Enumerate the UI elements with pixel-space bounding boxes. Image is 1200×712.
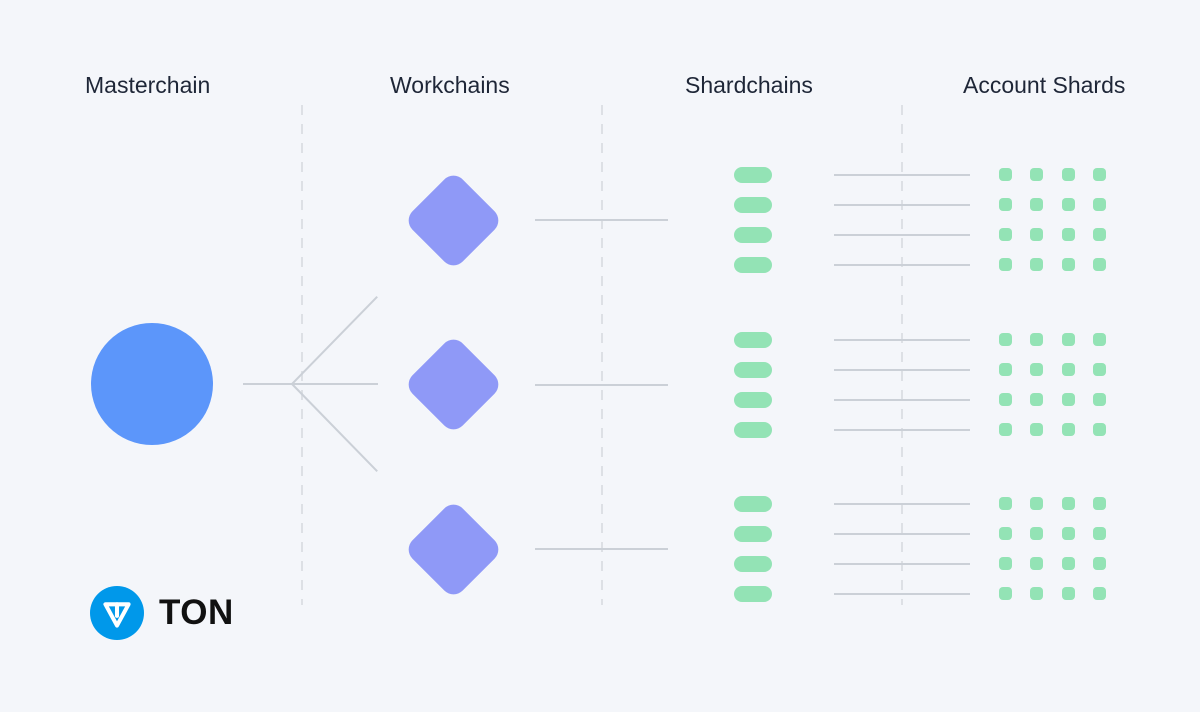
account-shard-node <box>1061 362 1075 376</box>
shardchain-node <box>734 331 772 348</box>
shardchain-node <box>734 391 772 408</box>
account-shard-node <box>1092 168 1106 181</box>
account-shard-node <box>1092 362 1106 376</box>
account-shard-node <box>999 557 1012 570</box>
account-shard-node <box>1092 198 1106 211</box>
shardchain-connector-line <box>834 503 970 505</box>
ton-logo-text: TON <box>159 593 234 632</box>
shardchain-node <box>734 421 772 438</box>
account-shard-node <box>1061 332 1075 346</box>
workchain-connector-line <box>535 548 668 550</box>
column-header-workchains: Workchains <box>390 72 510 98</box>
account-shard-node <box>1030 392 1044 406</box>
column-header-shardchains: Shardchains <box>685 72 813 98</box>
masterchain-connector-line <box>243 383 292 385</box>
account-shard-node <box>1061 228 1075 241</box>
fork-line-up <box>291 295 378 385</box>
shardchain-connector-line <box>834 593 970 595</box>
account-shard-node <box>1030 198 1044 211</box>
account-shard-node <box>1092 557 1106 570</box>
account-shard-node <box>999 198 1012 211</box>
account-shard-node <box>999 587 1012 600</box>
ton-logo: TON <box>90 586 234 640</box>
fork-line-down <box>291 383 378 473</box>
workchain-node <box>402 498 504 600</box>
account-shard-node <box>999 168 1012 181</box>
shardchain-connector-line <box>834 533 970 535</box>
account-shard-node <box>1030 168 1044 181</box>
shardchain-node <box>734 586 772 602</box>
account-shard-node <box>1030 362 1044 376</box>
shardchain-connector-line <box>834 368 970 371</box>
account-shard-node <box>1061 198 1075 211</box>
shardchain-node <box>734 556 772 572</box>
shardchain-connector-line <box>834 234 970 236</box>
shardchain-connector-line <box>834 204 970 206</box>
fork-line-middle <box>292 383 378 385</box>
account-shard-node <box>1030 587 1044 600</box>
masterchain-node <box>91 323 213 445</box>
account-shard-node <box>1092 228 1106 241</box>
column-header-account-shards: Account Shards <box>963 72 1126 98</box>
workchain-connector-line <box>535 383 668 386</box>
column-divider-dashed-line <box>901 105 903 605</box>
column-divider-dashed-line <box>601 105 603 605</box>
shardchain-connector-line <box>834 428 970 431</box>
shardchain-node <box>734 526 772 542</box>
account-shard-node <box>1061 258 1075 271</box>
shardchain-connector-line <box>834 174 970 176</box>
shardchain-connector-line <box>834 264 970 266</box>
account-shard-node <box>1061 168 1075 181</box>
account-shard-node <box>1061 497 1075 510</box>
workchain-node <box>402 334 504 435</box>
account-shard-node <box>999 422 1012 436</box>
account-shard-node <box>1061 527 1075 540</box>
account-shard-node <box>1030 332 1044 346</box>
shardchain-node <box>734 167 772 183</box>
account-shard-node <box>999 362 1012 376</box>
account-shard-node <box>1092 258 1106 271</box>
account-shard-node <box>1030 422 1044 436</box>
account-shard-node <box>1092 587 1106 600</box>
account-shard-node <box>1092 497 1106 510</box>
account-shard-node <box>1061 422 1075 436</box>
shardchain-node <box>734 227 772 243</box>
account-shard-node <box>1092 332 1106 346</box>
column-header-masterchain: Masterchain <box>85 72 211 98</box>
account-shard-node <box>1061 587 1075 600</box>
account-shard-node <box>1030 228 1044 241</box>
workchain-node <box>402 169 504 271</box>
account-shard-node <box>1030 497 1044 510</box>
account-shard-node <box>1030 557 1044 570</box>
account-shard-node <box>999 228 1012 241</box>
shardchain-connector-line <box>834 338 970 341</box>
shardchain-connector-line <box>834 398 970 401</box>
workchain-connector-line <box>535 219 668 221</box>
shardchain-node <box>734 257 772 273</box>
account-shard-node <box>999 527 1012 540</box>
shardchain-connector-line <box>834 563 970 565</box>
column-divider-dashed-line <box>301 105 303 605</box>
account-shard-node <box>1061 557 1075 570</box>
account-shard-node <box>999 258 1012 271</box>
ton-diamond-icon <box>90 586 144 640</box>
account-shard-node <box>1061 392 1075 406</box>
account-shard-node <box>1030 258 1044 271</box>
shardchain-node <box>734 361 772 378</box>
account-shard-node <box>999 392 1012 406</box>
shardchain-node <box>734 496 772 512</box>
account-shard-node <box>1030 527 1044 540</box>
account-shard-node <box>1092 422 1106 436</box>
account-shard-node <box>1092 527 1106 540</box>
account-shard-node <box>999 332 1012 346</box>
account-shard-node <box>999 497 1012 510</box>
account-shard-node <box>1092 392 1106 406</box>
shardchain-node <box>734 197 772 213</box>
